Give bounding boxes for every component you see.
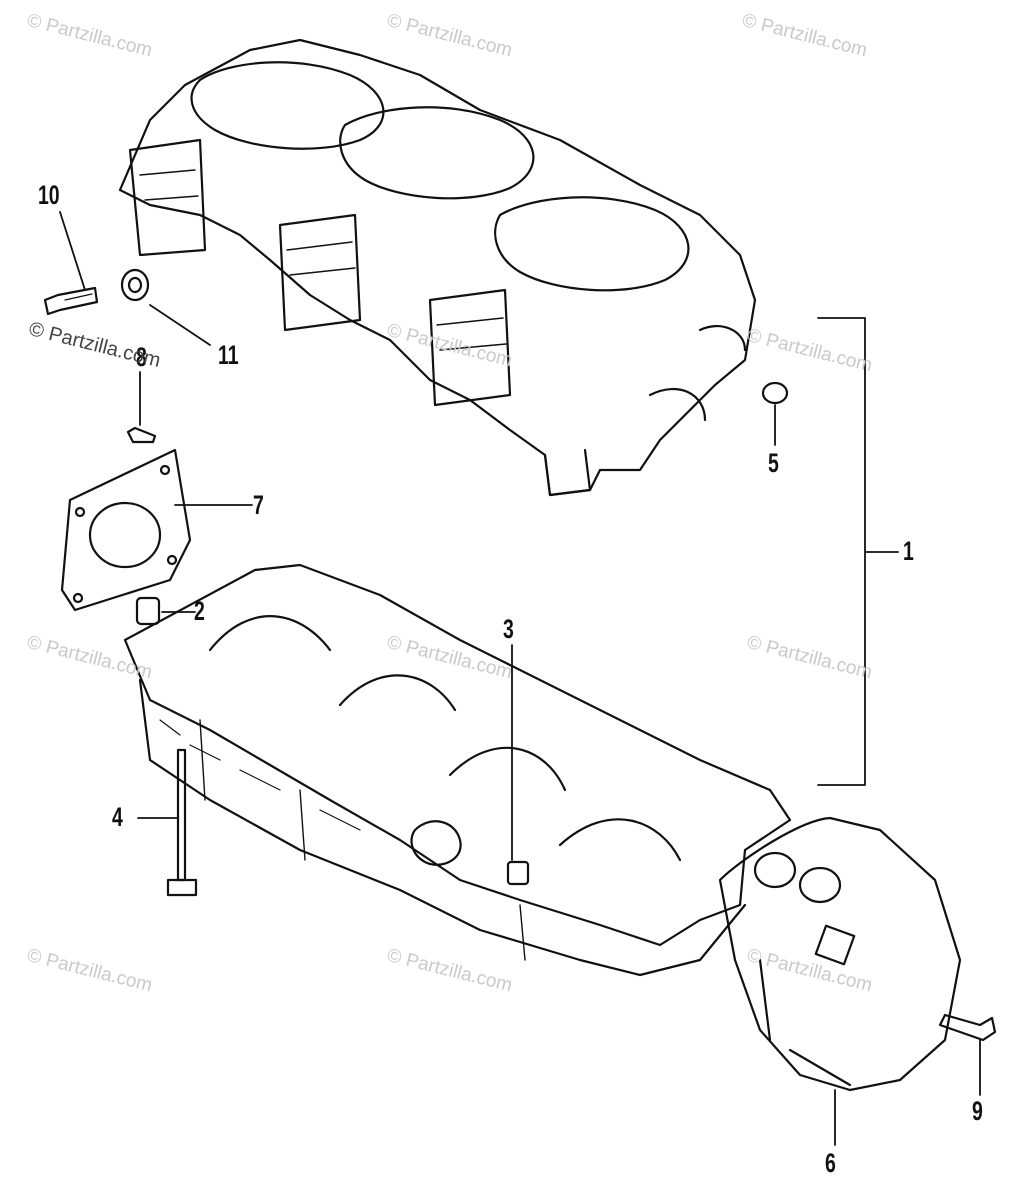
callout-10: 10	[38, 180, 60, 210]
callout-5: 5	[768, 448, 779, 478]
leader-lines	[59, 211, 981, 1146]
callout-6: 6	[825, 1148, 836, 1178]
callout-9: 9	[972, 1096, 983, 1126]
gasket-plate	[60, 448, 192, 612]
callout-1: 1	[903, 536, 914, 566]
part-10-bolt	[43, 286, 99, 316]
part-3-plug	[506, 860, 530, 886]
upper-crankcase	[118, 38, 757, 497]
callout-7: 7	[253, 490, 264, 520]
part-8-screw	[126, 426, 157, 444]
callout-3: 3	[503, 614, 514, 644]
callout-2: 2	[194, 596, 205, 626]
part-5-bushing	[761, 381, 789, 405]
part-4-long-bolt	[166, 748, 198, 897]
part-9-bolt	[938, 1013, 997, 1042]
lower-crankcase	[123, 563, 792, 977]
end-housing	[718, 816, 962, 1092]
callout-4: 4	[112, 802, 123, 832]
callout-11: 11	[218, 340, 239, 370]
callout-8: 8	[136, 342, 147, 372]
part-11-washer	[120, 268, 150, 302]
part-2-dowel	[135, 596, 161, 626]
